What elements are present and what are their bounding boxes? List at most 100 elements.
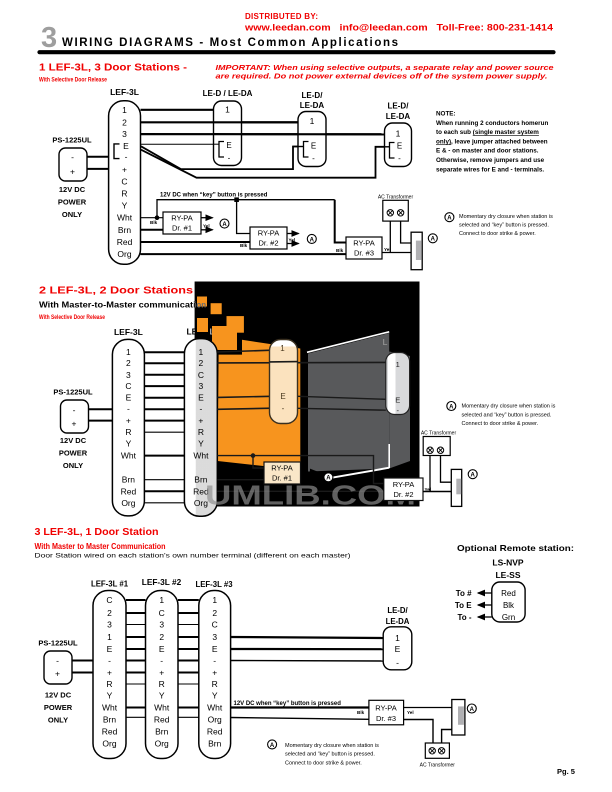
svg-text:POWER: POWER: [58, 198, 87, 207]
svg-text:only), leave jumper attached b: only), leave jumper attached between: [436, 138, 548, 145]
svg-text:LEF-3L: LEF-3L: [114, 327, 143, 337]
svg-text:Y: Y: [198, 439, 204, 449]
svg-text:ONLY: ONLY: [48, 716, 68, 725]
svg-text:3: 3: [199, 381, 204, 391]
svg-text:Blk: Blk: [503, 601, 515, 610]
svg-text:DISTRIBUTED BY:: DISTRIBUTED BY:: [245, 12, 318, 21]
svg-text:-: -: [160, 656, 163, 666]
svg-text:Brn: Brn: [122, 475, 136, 485]
svg-text:Connect to door strike & power: Connect to door strike & power.: [285, 760, 362, 766]
svg-text:Red: Red: [102, 727, 118, 737]
svg-text:12V DC: 12V DC: [60, 436, 87, 445]
svg-text:2: 2: [107, 608, 112, 618]
svg-text:+: +: [55, 669, 60, 679]
svg-text:R: R: [198, 427, 204, 437]
svg-text:RY-PA: RY-PA: [375, 704, 397, 713]
svg-text:-: -: [56, 656, 59, 666]
svg-text:PS-1225UL: PS-1225UL: [53, 388, 93, 397]
svg-text:selected and “key” button is p: selected and “key” button is pressed.: [462, 412, 552, 418]
svg-text:+: +: [212, 668, 217, 678]
svg-text:Momentary dry closure when sta: Momentary dry closure when station is: [285, 743, 379, 749]
svg-text:LEF-3L #1: LEF-3L #1: [91, 580, 129, 589]
svg-text:Org: Org: [155, 739, 169, 749]
svg-text:-: -: [108, 656, 111, 666]
svg-text:C: C: [106, 595, 112, 605]
svg-text:LEF-3L #2: LEF-3L #2: [142, 577, 182, 587]
svg-text:2: 2: [126, 358, 131, 368]
svg-text:C: C: [125, 381, 131, 391]
svg-text:RY-PA: RY-PA: [258, 228, 280, 237]
svg-text:1: 1: [225, 105, 230, 115]
svg-text:-: -: [71, 152, 74, 162]
svg-text:R: R: [212, 679, 218, 689]
svg-text:Yel: Yel: [407, 710, 414, 715]
svg-text:Momentary dry closure when sta: Momentary dry closure when station is: [462, 404, 556, 410]
svg-text:Brn: Brn: [155, 727, 169, 737]
svg-text:LE-SS: LE-SS: [495, 570, 520, 580]
svg-text:-: -: [213, 656, 216, 666]
svg-text:2: 2: [122, 117, 127, 127]
svg-text:Y: Y: [107, 691, 113, 701]
svg-text:Grn: Grn: [502, 613, 515, 622]
svg-text:LE-DA: LE-DA: [300, 101, 325, 110]
svg-text:L: L: [383, 338, 388, 347]
svg-text:3: 3: [159, 620, 164, 630]
svg-text:LS-NVP: LS-NVP: [492, 558, 524, 568]
svg-text:Org: Org: [194, 498, 208, 508]
svg-text:Yel: Yel: [425, 487, 432, 492]
svg-text:Wht: Wht: [207, 703, 223, 713]
svg-text:LEF-3L: LEF-3L: [110, 87, 139, 97]
svg-text:2: 2: [159, 632, 164, 642]
svg-text:12V DC when “key” button is pr: 12V DC when “key” button is pressed: [234, 701, 342, 707]
svg-text:to each sub (single master sys: to each sub (single master system: [436, 129, 539, 136]
svg-text:Yel: Yel: [289, 238, 296, 243]
svg-text:AC Transformer: AC Transformer: [421, 431, 457, 437]
svg-text:1: 1: [107, 632, 112, 642]
svg-text:Yel: Yel: [384, 247, 391, 252]
svg-text:ation: ation: [187, 300, 206, 309]
svg-text:1: 1: [395, 633, 400, 643]
svg-text:www.leedan.com info@leedan.c: www.leedan.com info@leedan.com Toll-Free…: [244, 23, 554, 34]
svg-text:E: E: [107, 644, 113, 654]
svg-text:Y: Y: [159, 691, 165, 701]
svg-text:To #: To #: [456, 589, 472, 598]
svg-text:Wht: Wht: [193, 451, 209, 461]
svg-text:2 LEF-3L, 2 Door Stations: 2 LEF-3L, 2 Door Stations: [39, 285, 193, 297]
svg-text:POWER: POWER: [44, 703, 73, 712]
svg-text:Door Station wired on each sta: Door Station wired on each station's own…: [35, 553, 351, 560]
svg-text:E & - on master and door stati: E & - on master and door stations.: [436, 148, 539, 155]
svg-text:UMLIB.COM: UMLIB.COM: [205, 480, 416, 511]
svg-text:Wht: Wht: [154, 703, 170, 713]
svg-text:LE-DA: LE-DA: [386, 617, 410, 626]
svg-text:3: 3: [107, 620, 112, 630]
svg-text:Brn: Brn: [208, 739, 222, 749]
svg-text:R: R: [121, 188, 127, 198]
svg-text:Brn: Brn: [103, 715, 117, 725]
svg-text:When running 2 conductors home: When running 2 conductors homerun: [436, 120, 548, 127]
svg-text:LE-D / LE-DA: LE-D / LE-DA: [203, 89, 253, 98]
svg-text:Wht: Wht: [121, 451, 137, 461]
svg-text:Momentary dry closure when sta: Momentary dry closure when station is: [459, 214, 553, 220]
svg-text:ONLY: ONLY: [63, 461, 83, 470]
svg-text:separate wires for E and - ter: separate wires for E and - terminals.: [436, 166, 544, 173]
svg-text:Blk: Blk: [336, 248, 344, 253]
svg-text:PS-1225UL: PS-1225UL: [52, 136, 92, 145]
svg-text:are required. Do not power ext: are required. Do not power external devi…: [216, 74, 548, 81]
svg-text:12V DC: 12V DC: [59, 185, 86, 194]
svg-text:E: E: [397, 141, 402, 150]
svg-text:E: E: [226, 141, 231, 150]
svg-text:POWER: POWER: [59, 449, 88, 458]
svg-text:C: C: [121, 176, 127, 186]
svg-text:Blk: Blk: [150, 220, 158, 225]
svg-text:3: 3: [126, 370, 131, 380]
svg-text:2: 2: [212, 608, 217, 618]
svg-text:1: 1: [122, 105, 127, 115]
svg-text:RY-PA: RY-PA: [171, 213, 193, 222]
svg-text:+: +: [107, 668, 112, 678]
svg-text:LE-D/: LE-D/: [302, 91, 324, 100]
svg-text:selected and “key” button is p: selected and “key” button is pressed.: [285, 752, 375, 758]
svg-text:E: E: [311, 141, 316, 150]
svg-text:Blk: Blk: [357, 710, 365, 715]
svg-text:Pg. 5: Pg. 5: [557, 767, 575, 776]
svg-text:1: 1: [212, 595, 217, 605]
